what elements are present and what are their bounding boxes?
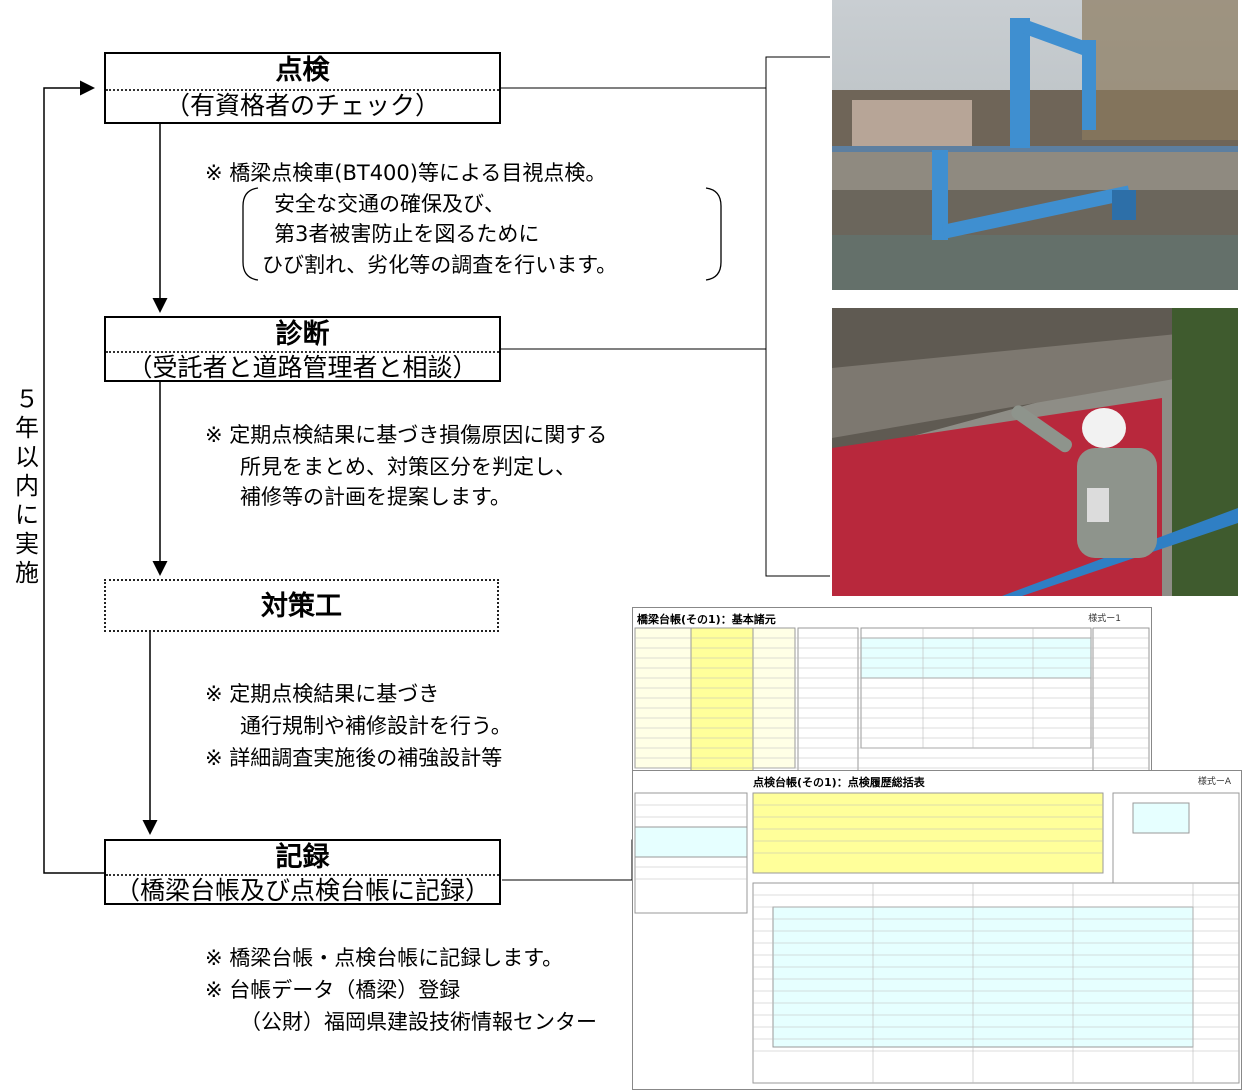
note-record-2: ※ 台帳データ（橋梁）登録 bbox=[205, 978, 461, 1002]
leader-photo-bracket bbox=[765, 56, 830, 577]
leader-record-doc bbox=[502, 839, 650, 881]
note-countermeasure-1: ※ 定期点検結果に基づき bbox=[205, 682, 440, 706]
step-diagnosis-title: 診断 bbox=[275, 319, 330, 350]
bridge-inspection-vehicle-photo bbox=[832, 0, 1238, 290]
step-diagnosis-subtitle: （受託者と道路管理者と相談） bbox=[106, 351, 499, 383]
note-diagnosis-3: 補修等の計画を提案します。 bbox=[240, 485, 511, 509]
bridge-ledger-title: 橋梁台帳(その1)：基本諸元 bbox=[637, 613, 776, 626]
step-inspection-title: 点検 bbox=[275, 55, 330, 86]
loop-line bbox=[43, 80, 104, 874]
inspection-ledger-document: 点検台帳(その1)：点検履歴総括表 様式ーA bbox=[632, 770, 1242, 1090]
note-record-1: ※ 橋梁台帳・点検台帳に記録します。 bbox=[205, 946, 564, 970]
cycle-label: ５年以内に実施 bbox=[15, 385, 39, 587]
paren-bracket-right bbox=[705, 187, 722, 281]
note-inspection-4: ひび割れ、劣化等の調査を行います。 bbox=[262, 253, 618, 277]
step-diagnosis: 診断 （受託者と道路管理者と相談） bbox=[104, 316, 501, 382]
step-countermeasure: 対策工 bbox=[104, 579, 499, 632]
note-countermeasure-3: ※ 詳細調査実施後の補強設計等 bbox=[205, 746, 503, 770]
step-record: 記録 （橋梁台帳及び点検台帳に記録） bbox=[104, 839, 501, 905]
note-record-3: （公財）福岡県建設技術情報センター bbox=[240, 1010, 597, 1034]
step-record-title: 記録 bbox=[275, 842, 330, 873]
note-inspection-2: 安全な交通の確保及び、 bbox=[274, 192, 505, 216]
step-inspection: 点検 （有資格者のチェック） bbox=[104, 52, 501, 124]
inspection-ledger-form: 様式ーA bbox=[1197, 777, 1231, 787]
note-diagnosis-1: ※ 定期点検結果に基づき損傷原因に関する bbox=[205, 423, 608, 447]
inspection-ledger-grid bbox=[634, 792, 1240, 1084]
bridge-ledger-grid bbox=[634, 627, 1150, 799]
paren-bracket-left bbox=[242, 187, 259, 281]
bridge-ledger-form: 様式ー1 bbox=[1088, 614, 1121, 624]
inspector-photo bbox=[832, 308, 1238, 596]
step-countermeasure-title: 対策工 bbox=[261, 591, 342, 622]
note-inspection-1: ※ 橋梁点検車(BT400)等による目視点検。 bbox=[205, 161, 607, 185]
note-countermeasure-2: 通行規制や補修設計を行う。 bbox=[240, 714, 512, 738]
note-diagnosis-2: 所見をまとめ、対策区分を判定し、 bbox=[240, 455, 576, 479]
note-inspection-3: 第3者被害防止を図るために bbox=[274, 222, 540, 246]
step-record-subtitle: （橋梁台帳及び点検台帳に記録） bbox=[106, 874, 499, 906]
step-inspection-subtitle: （有資格者のチェック） bbox=[106, 89, 499, 121]
inspection-ledger-title: 点検台帳(その1)：点検履歴総括表 bbox=[753, 776, 925, 789]
